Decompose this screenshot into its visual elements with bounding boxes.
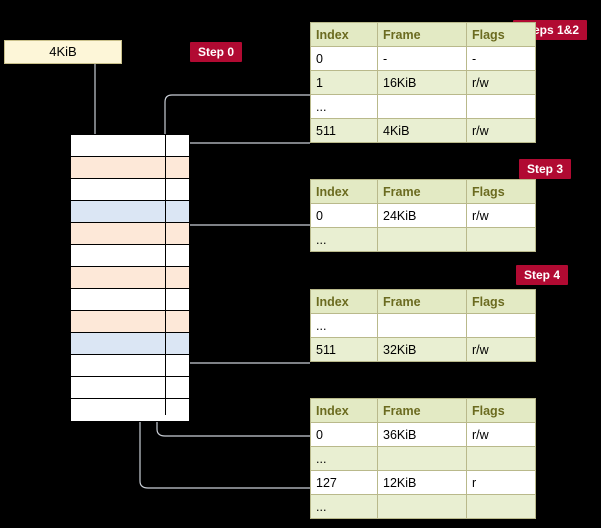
column-header-index: Index (310, 289, 378, 314)
memory-row (71, 179, 189, 201)
table-row: ... (310, 446, 536, 471)
memory-row (71, 355, 189, 377)
memory-row (71, 135, 189, 157)
cell-frame: 32KiB (377, 337, 467, 362)
page-table-fourth: Index Frame Flags 0 36KiB r/w ... 127 12… (310, 398, 536, 519)
column-header-index: Index (310, 179, 378, 204)
memory-column (70, 134, 190, 422)
cell-flags (466, 94, 536, 119)
column-header-index: Index (310, 398, 378, 423)
table-row: ... (310, 494, 536, 519)
memory-row (71, 267, 189, 289)
column-header-frame: Frame (377, 179, 467, 204)
table-row: 0 36KiB r/w (310, 422, 536, 447)
memory-row (71, 245, 189, 267)
cell-flags: r/w (466, 422, 536, 447)
cell-frame: 12KiB (377, 470, 467, 495)
column-header-flags: Flags (466, 22, 536, 47)
cell-flags: - (466, 46, 536, 71)
cell-index: 0 (310, 46, 378, 71)
cell-index: 127 (310, 470, 378, 495)
cell-frame (377, 494, 467, 519)
cell-frame: 4KiB (377, 118, 467, 143)
page-table-third: Index Frame Flags ... 511 32KiB r/w (310, 289, 536, 362)
cell-flags (466, 227, 536, 252)
memory-row (71, 333, 189, 355)
table-header-row: Index Frame Flags (310, 398, 536, 423)
step-label-step4: Step 4 (516, 265, 569, 285)
table-header-row: Index Frame Flags (310, 179, 536, 204)
table-row: 127 12KiB r (310, 470, 536, 495)
cell-frame: - (377, 46, 467, 71)
column-header-frame: Frame (377, 22, 467, 47)
cell-flags (466, 446, 536, 471)
step4-text: Step 4 (524, 268, 561, 282)
cell-flags (466, 494, 536, 519)
table-row: ... (310, 94, 536, 119)
cell-index: 1 (310, 70, 378, 95)
cell-frame (377, 94, 467, 119)
table-row: ... (310, 313, 536, 338)
page-table-top: Index Frame Flags 0 - - 1 16KiB r/w ... (310, 22, 536, 143)
cell-index: ... (310, 494, 378, 519)
table-row: ... (310, 227, 536, 252)
step0-text: Step 0 (198, 45, 235, 59)
column-header-index: Index (310, 22, 378, 47)
memory-column-divider (165, 134, 166, 415)
table-header-row: Index Frame Flags (310, 289, 536, 314)
table-header-row: Index Frame Flags (310, 22, 536, 47)
cell-index: ... (310, 313, 378, 338)
memory-row (71, 201, 189, 223)
table-row: 511 4KiB r/w (310, 118, 536, 143)
memory-row (71, 223, 189, 245)
cell-index: 0 (310, 422, 378, 447)
cell-frame: 24KiB (377, 203, 467, 228)
column-header-flags: Flags (466, 398, 536, 423)
step3-text: Step 3 (527, 162, 564, 176)
cell-index: ... (310, 446, 378, 471)
cell-frame: 16KiB (377, 70, 467, 95)
memory-row (71, 157, 189, 179)
cell-index: 511 (310, 118, 378, 143)
cell-frame (377, 227, 467, 252)
column-header-frame: Frame (377, 398, 467, 423)
table-row: 0 - - (310, 46, 536, 71)
memory-row (71, 377, 189, 399)
step-label-step0: Step 0 (190, 42, 243, 62)
table-row: 511 32KiB r/w (310, 337, 536, 362)
cell-index: 511 (310, 337, 378, 362)
cell-frame: 36KiB (377, 422, 467, 447)
cell-index: 0 (310, 203, 378, 228)
step-label-step3: Step 3 (519, 159, 572, 179)
column-header-frame: Frame (377, 289, 467, 314)
cell-frame (377, 313, 467, 338)
memory-row (71, 289, 189, 311)
cell-index: ... (310, 227, 378, 252)
cell-flags: r (466, 470, 536, 495)
cell-frame (377, 446, 467, 471)
cell-flags: r/w (466, 337, 536, 362)
table-row: 1 16KiB r/w (310, 70, 536, 95)
column-header-flags: Flags (466, 179, 536, 204)
cell-flags (466, 313, 536, 338)
page-box-4kib: 4KiB (4, 40, 122, 64)
memory-row (71, 399, 189, 421)
cell-index: ... (310, 94, 378, 119)
column-header-flags: Flags (466, 289, 536, 314)
cell-flags: r/w (466, 203, 536, 228)
table-row: 0 24KiB r/w (310, 203, 536, 228)
memory-row (71, 311, 189, 333)
page-table-second: Index Frame Flags 0 24KiB r/w ... (310, 179, 536, 252)
cell-flags: r/w (466, 118, 536, 143)
cell-flags: r/w (466, 70, 536, 95)
page-box-label: 4KiB (49, 44, 77, 59)
